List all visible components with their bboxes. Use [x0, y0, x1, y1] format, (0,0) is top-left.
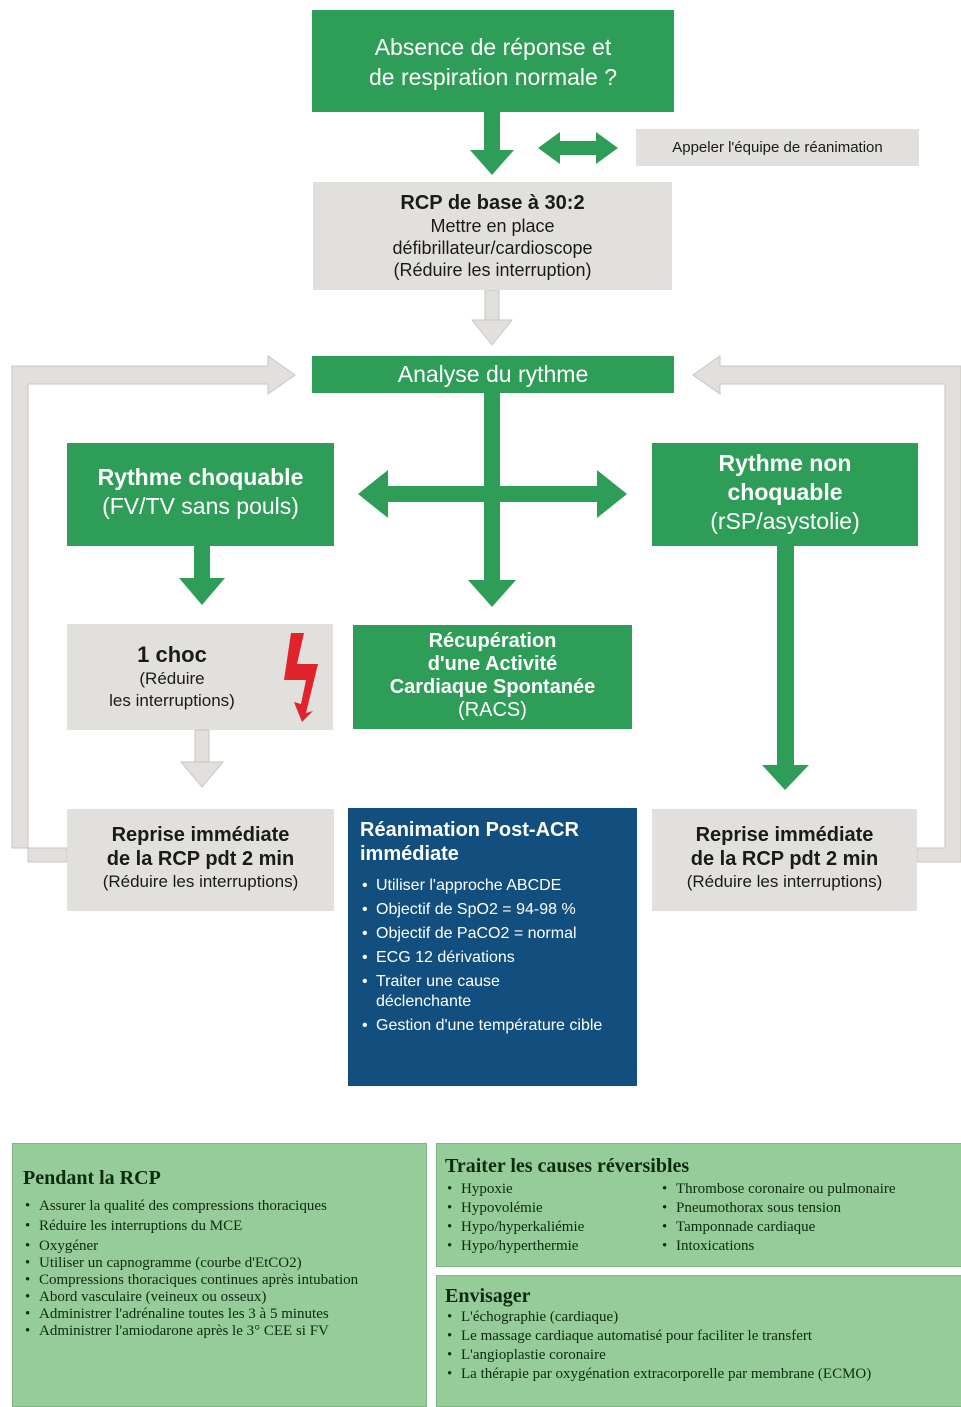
during-cpr-item: Oxygéner [23, 1238, 418, 1255]
start-line-2: de respiration normale ? [368, 64, 618, 90]
post-acr-item: Utiliser l'approche ABCDE [360, 876, 625, 896]
non-shockable-subtitle: (rSP/asystolie) [710, 508, 860, 534]
resume-cpr-left-box: Reprise immédiate de la RCP pdt 2 min (R… [67, 809, 334, 911]
resume-cpr-right-box: Reprise immédiate de la RCP pdt 2 min (R… [652, 809, 917, 911]
start-question-box: Absence de réponse et de respiration nor… [312, 10, 674, 112]
cpr-base-box: RCP de base à 30:2 Mettre en place défib… [313, 182, 672, 290]
post-acr-item: Gestion d'une température cible [360, 1016, 625, 1036]
non-shockable-line-1: Rythme non [718, 450, 852, 476]
resume-left-line-1: Reprise immédiate [111, 824, 290, 846]
call-team-label: Appeler l'équipe de réanimation [672, 139, 883, 156]
consider-list: L'échographie (cardiaque) Le massage car… [445, 1308, 953, 1384]
during-cpr-item: Abord vasculaire (veineux ou osseux) [23, 1289, 418, 1306]
one-shock-text: 1 choc (Réduire les interruptions) [67, 641, 277, 712]
reversible-item: Tamponnade cardiaque [660, 1218, 896, 1237]
during-cpr-panel: Pendant la RCP Assurer la qualité des co… [12, 1143, 427, 1407]
arrow-start-to-cpr [470, 110, 514, 175]
one-shock-box: 1 choc (Réduire les interruptions) [67, 624, 333, 730]
arrow-nonshockable-to-resume [762, 546, 809, 790]
post-acr-item: Objectif de SpO2 = 94-98 % [360, 900, 625, 920]
cpr-base-title: RCP de base à 30:2 [400, 192, 585, 214]
arrow-shockable-nonshockable [358, 470, 627, 518]
racs-line-4: (RACS) [458, 699, 527, 721]
cpr-base-line-3: (Réduire les interruption) [393, 260, 592, 280]
post-acr-item: Objectif de PaCO2 = normal [360, 924, 625, 944]
resume-left-line-3: (Réduire les interruptions) [102, 872, 299, 891]
reversible-item: Hypo/hyperkaliémie [445, 1218, 660, 1237]
reversible-item: Hypovolémie [445, 1199, 660, 1218]
one-shock-title: 1 choc [137, 642, 207, 667]
loop-right [692, 355, 961, 863]
consider-item: Le massage cardiaque automatisé pour fac… [445, 1327, 953, 1346]
racs-box: Récupération d'une Activité Cardiaque Sp… [353, 625, 632, 729]
non-shockable-rhythm-box: Rythme non choquable (rSP/asystolie) [652, 443, 918, 546]
reversible-item: Hypoxie [445, 1180, 660, 1199]
during-cpr-item: Administrer l'amiodarone après le 3° CEE… [23, 1323, 418, 1340]
consider-item: La thérapie par oxygénation extracorpore… [445, 1365, 953, 1384]
arrow-call-team [538, 132, 618, 164]
reversible-item: Intoxications [660, 1237, 896, 1256]
rhythm-analysis-label: Analyse du rythme [397, 361, 589, 387]
shockable-rhythm-box: Rythme choquable (FV/TV sans pouls) [67, 443, 334, 546]
during-cpr-item: Assurer la qualité des compressions thor… [23, 1198, 418, 1215]
reversible-list-2: Thrombose coronaire ou pulmonaire Pneumo… [660, 1180, 896, 1256]
racs-line-3: Cardiaque Spontanée [389, 676, 596, 698]
arrow-shock-to-resume [179, 729, 225, 788]
reversible-item: Thrombose coronaire ou pulmonaire [660, 1180, 896, 1199]
reversible-list-1: Hypoxie Hypovolémie Hypo/hyperkaliémie H… [445, 1180, 660, 1256]
cpr-base-line-1: Mettre en place [430, 216, 555, 236]
during-cpr-item: Utiliser un capnogramme (courbe d'EtCO2) [23, 1255, 418, 1272]
rhythm-analysis-box: Analyse du rythme [312, 356, 674, 393]
resume-right-line-2: de la RCP pdt 2 min [690, 848, 879, 870]
consider-item: L'échographie (cardiaque) [445, 1308, 953, 1327]
during-cpr-title: Pendant la RCP [23, 1167, 161, 1189]
shockable-title: Rythme choquable [97, 464, 304, 490]
post-acr-list: Utiliser l'approche ABCDE Objectif de Sp… [360, 876, 625, 1036]
loop-left [11, 355, 296, 863]
reversible-columns: Hypoxie Hypovolémie Hypo/hyperkaliémie H… [445, 1180, 961, 1256]
resume-left-line-2: de la RCP pdt 2 min [106, 848, 295, 870]
reversible-title: Traiter les causes réversibles [445, 1155, 690, 1177]
resume-right-line-1: Reprise immédiate [695, 824, 874, 846]
consider-title: Envisager [445, 1285, 531, 1307]
post-acr-item: ECG 12 dérivations [360, 948, 625, 968]
consider-panel: Envisager L'échographie (cardiaque) Le m… [436, 1275, 961, 1407]
lightning-bolt-icon [284, 633, 318, 722]
during-cpr-list: Assurer la qualité des compressions thor… [23, 1198, 418, 1340]
start-line-1: Absence de réponse et [374, 34, 612, 60]
shockable-subtitle: (FV/TV sans pouls) [102, 493, 299, 519]
one-shock-line-1: (Réduire [139, 669, 205, 688]
call-team-box: Appeler l'équipe de réanimation [636, 129, 919, 166]
post-acr-item: Traiter une cause déclenchante [360, 972, 625, 1012]
reversible-item: Pneumothorax sous tension [660, 1199, 896, 1218]
cpr-base-line-2: défibrillateur/cardioscope [392, 238, 593, 258]
resume-right-line-3: (Réduire les interruptions) [686, 872, 883, 891]
reversible-causes-panel: Traiter les causes réversibles Hypoxie H… [436, 1143, 961, 1267]
arrow-shockable-to-shock [179, 546, 225, 605]
racs-line-1: Récupération [428, 630, 557, 652]
arrow-cpr-to-analysis [470, 289, 514, 346]
racs-line-2: d'une Activité [427, 653, 558, 675]
post-acr-title-2: immédiate [360, 843, 459, 865]
during-cpr-item: Administrer l'adrénaline toutes les 3 à … [23, 1306, 418, 1323]
during-cpr-item: Compressions thoraciques continues après… [23, 1272, 418, 1289]
one-shock-line-2: les interruptions) [109, 691, 235, 710]
post-acr-box: Réanimation Post-ACR immédiate Utiliser … [348, 808, 637, 1086]
reversible-item: Hypo/hyperthermie [445, 1237, 660, 1256]
during-cpr-item: Réduire les interruptions du MCE [23, 1218, 418, 1235]
consider-item: L'angioplastie coronaire [445, 1346, 953, 1365]
post-acr-title-1: Réanimation Post-ACR [360, 819, 579, 841]
non-shockable-line-2: choquable [727, 479, 843, 505]
